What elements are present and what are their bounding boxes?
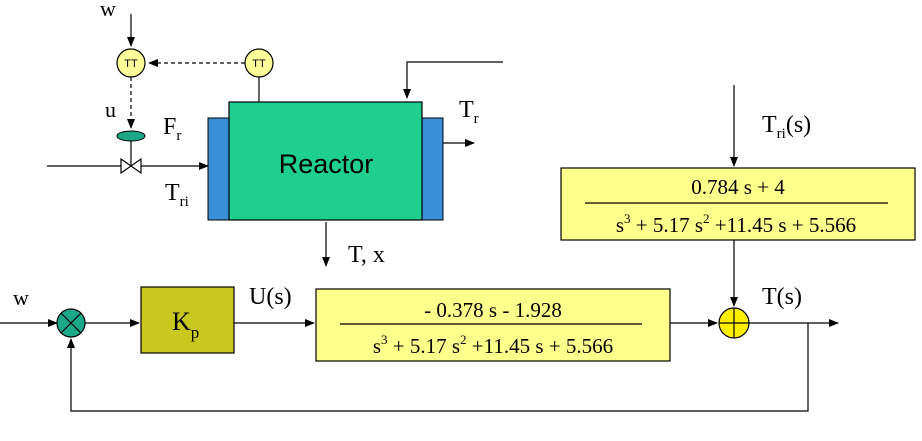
disturbance-transfer-function-block: [560, 167, 916, 241]
flow-label: Fr: [163, 114, 181, 144]
tf1-numerator: - 0.378 s - 1.928: [424, 298, 562, 322]
jacket-left: [207, 117, 230, 221]
tf2-numerator: 0.784 s + 4: [691, 175, 785, 199]
gain-block: [140, 286, 235, 354]
output-label: T(s): [762, 284, 802, 310]
tf2-denominator: s3 + 5.17 s2 +11.45 s + 5.566: [616, 211, 856, 237]
feedback-path: [67, 323, 809, 412]
product-label: T, x: [348, 242, 385, 268]
tt-left-label: TT: [124, 58, 138, 70]
input-label: w: [13, 285, 29, 310]
outlet-temperature-label: Tr: [459, 97, 479, 127]
process-transfer-function-block: [315, 288, 671, 362]
inlet-temperature-label: Tri: [165, 180, 189, 210]
comparator-icon: [56, 308, 86, 338]
process-disturbance-label: w: [100, 0, 116, 21]
reactor-vessel: [228, 101, 423, 221]
tf1-denominator: s3 + 5.17 s2 +11.45 s + 5.566: [373, 332, 613, 358]
jacket-right: [421, 117, 444, 221]
manipulated-variable-label: u: [105, 97, 116, 122]
gain-label: Kp: [172, 307, 199, 342]
block-diagram: w Kp U(s) - 0.378 s - 1.928 s3 + 5.17 s2…: [0, 85, 916, 412]
top-feed-line: [403, 61, 503, 99]
u-signal-label: U(s): [249, 284, 292, 310]
tt-right-label: TT: [252, 58, 266, 70]
summing-junction-icon: [718, 307, 750, 339]
reactor-label: Reactor: [279, 149, 374, 179]
tri-label: Tri(s): [762, 112, 811, 142]
control-valve-icon: [120, 157, 142, 175]
process-schematic: w TT TT u Fr Tri Reactor T: [47, 0, 503, 268]
valve-actuator: [116, 130, 146, 142]
